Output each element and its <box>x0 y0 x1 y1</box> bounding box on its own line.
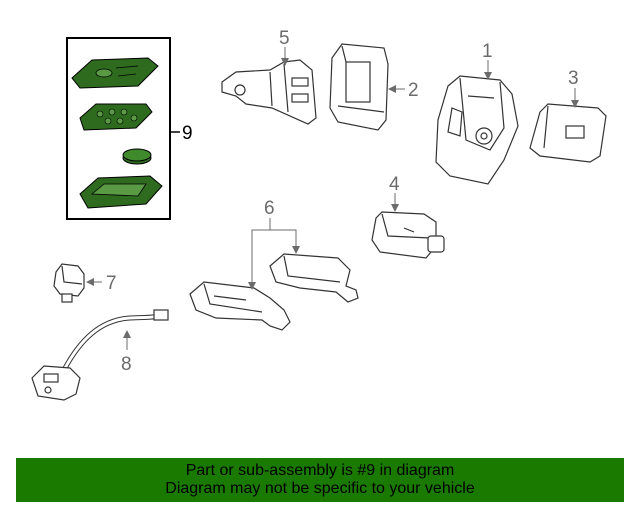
fob-circuit-board <box>79 103 153 131</box>
part-7-sensor <box>53 263 85 303</box>
callout-6-bracket <box>251 229 297 288</box>
fob-top-cover <box>71 57 159 89</box>
callout-9: 9 <box>182 123 193 144</box>
callout-1: 1 <box>482 41 493 62</box>
part-8-harness <box>31 309 169 401</box>
part-6-antenna-lower <box>189 281 291 331</box>
callout-3: 3 <box>568 68 579 89</box>
callout-8: 8 <box>121 354 132 375</box>
part-6-antenna-upper <box>269 253 359 303</box>
part-3-module <box>529 103 607 163</box>
parts-diagram: 9 5 2 1 3 <box>31 28 607 401</box>
callout-2: 2 <box>408 80 419 101</box>
part-1-receiver <box>435 75 519 185</box>
banner-line-2: Diagram may not be specific to your vehi… <box>165 480 475 497</box>
callout-4: 4 <box>389 174 400 195</box>
callout-7: 7 <box>106 273 117 294</box>
part-2-module <box>329 43 389 131</box>
callout-6: 6 <box>264 198 275 219</box>
banner-line-1: Part or sub-assembly is #9 in diagram <box>185 462 455 479</box>
part-5-bracket <box>221 59 317 125</box>
part-4-sensor <box>371 211 445 259</box>
fob-bottom-case <box>79 175 163 209</box>
info-banner: Part or sub-assembly is #9 in diagram Di… <box>16 458 624 502</box>
callout-5: 5 <box>279 28 290 49</box>
fob-battery <box>122 148 152 165</box>
part-9-key-fob-kit[interactable] <box>66 37 171 220</box>
